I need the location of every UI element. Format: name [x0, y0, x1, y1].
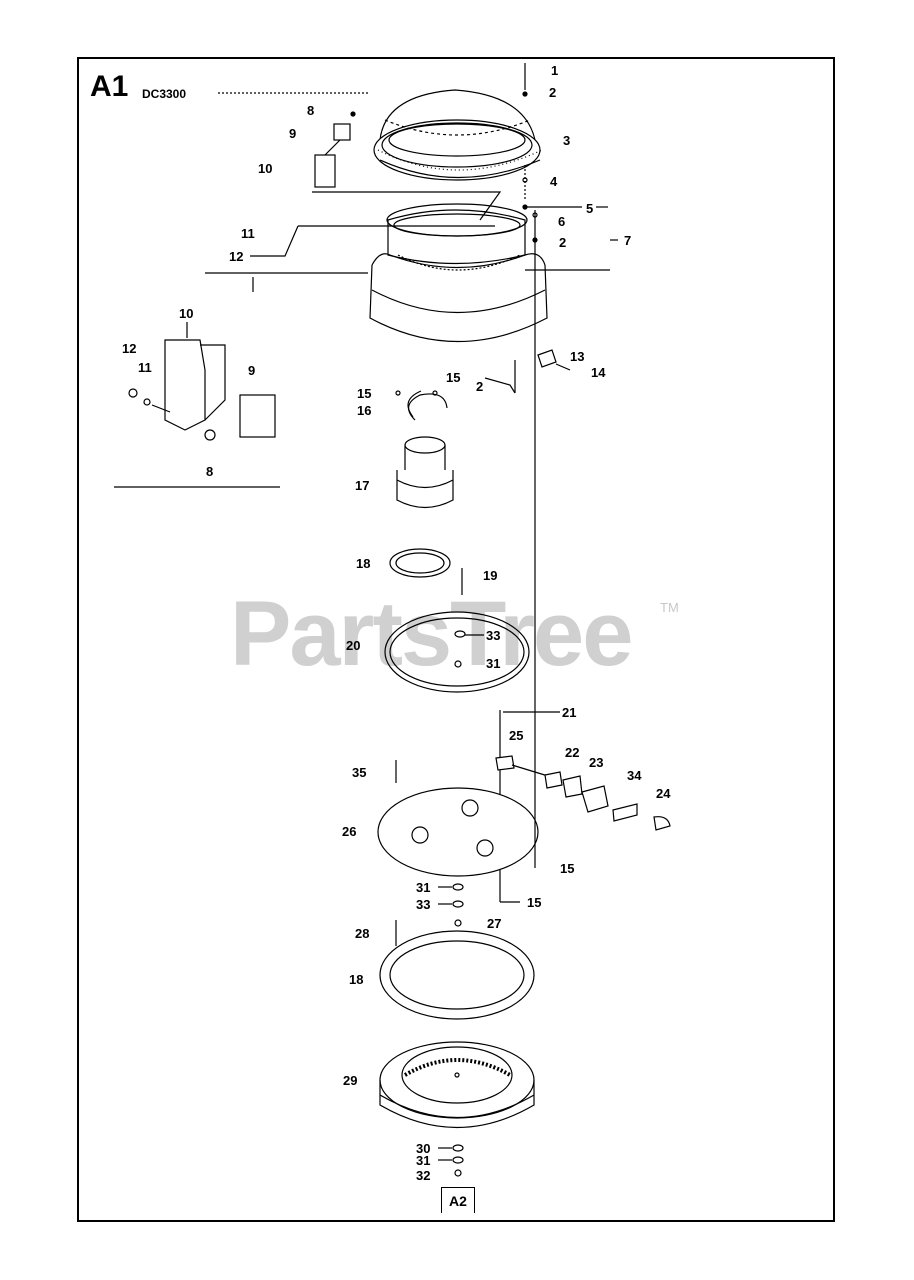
part-7-housing [369, 203, 610, 343]
part-24 [653, 816, 671, 831]
part-17-motor [396, 436, 454, 509]
callout-label: 9 [248, 363, 256, 378]
callout-label: 13 [570, 349, 585, 364]
callout-label: 18 [349, 972, 364, 987]
watermark: PartsTree [230, 583, 633, 685]
callout-label: 7 [624, 233, 632, 248]
part-22 [544, 771, 563, 789]
callout-label: 23 [589, 755, 604, 770]
next-page-reference[interactable]: A2 [441, 1187, 475, 1213]
callout-label: 31 [486, 656, 501, 671]
part-29-blade-drum [379, 1041, 535, 1129]
watermark-trademark: TM [660, 600, 679, 615]
callout-label: 28 [355, 926, 370, 941]
callout-label: 8 [206, 464, 214, 479]
part-20-ring [384, 611, 530, 693]
part-5 [522, 204, 528, 210]
part-31-washer [454, 660, 462, 668]
callout-label: 10 [258, 161, 273, 176]
callout-label: 32 [416, 1168, 431, 1183]
part-14 [555, 363, 571, 371]
inset-bracket-assembly [128, 322, 276, 441]
part-16-clip [408, 393, 448, 421]
part-33-nut [454, 630, 466, 638]
callout-label: 35 [352, 765, 367, 780]
callout-label: 4 [550, 174, 558, 189]
callout-label: 2 [549, 85, 557, 100]
part-9-10-switch [314, 111, 356, 188]
model-code: DC3300 [142, 87, 187, 101]
callout-label: 10 [179, 306, 194, 321]
callout-label: 11 [138, 360, 152, 375]
section-title: A1 [90, 70, 129, 103]
callout-label: 9 [289, 126, 297, 141]
callout-label: 30 [416, 1141, 431, 1156]
part-13 [537, 349, 557, 368]
callout-label: 5 [586, 201, 594, 216]
callout-label: 15 [560, 861, 575, 876]
callout-label: 2 [559, 235, 567, 250]
callout-label: 19 [483, 568, 498, 583]
callout-label: 6 [558, 214, 566, 229]
callout-label: 25 [509, 728, 524, 743]
part-18-seal-small [389, 548, 451, 578]
callout-label: 31 [416, 880, 431, 895]
callout-label: 31 [416, 1153, 431, 1168]
callout-label: 15 [446, 370, 461, 385]
callout-label: 11 [241, 226, 255, 241]
callout-label: 15 [527, 895, 542, 910]
callout-label: 27 [487, 916, 502, 931]
part-26-plate [377, 787, 539, 877]
callout-label: 12 [229, 249, 244, 264]
part-2-washer [522, 91, 528, 97]
callout-label: 1 [551, 63, 559, 78]
callout-label: 18 [356, 556, 371, 571]
part-34 [612, 803, 638, 822]
callout-label: 33 [416, 897, 431, 912]
callout-label: 29 [343, 1073, 358, 1088]
callout-label: 22 [565, 745, 580, 760]
callout-label: 24 [656, 786, 671, 801]
callout-label: 8 [307, 103, 315, 118]
callout-label: 14 [591, 365, 606, 380]
part-23 [562, 775, 583, 798]
callout-label: 16 [357, 403, 372, 418]
callout-label: 3 [563, 133, 571, 148]
callout-label: 34 [627, 768, 642, 783]
callout-label: 17 [355, 478, 370, 493]
callout-label: 26 [342, 824, 357, 839]
part-4 [522, 177, 528, 183]
part-18-seal-large [379, 930, 535, 1020]
callout-label: 2 [476, 379, 484, 394]
callout-label: 33 [486, 628, 501, 643]
diagram-frame [77, 57, 835, 1222]
callout-label: 21 [562, 705, 577, 720]
callout-label: 20 [346, 638, 361, 653]
callout-label: 12 [122, 341, 137, 356]
part-3-top-cover [373, 89, 543, 181]
callout-label: 15 [357, 386, 372, 401]
